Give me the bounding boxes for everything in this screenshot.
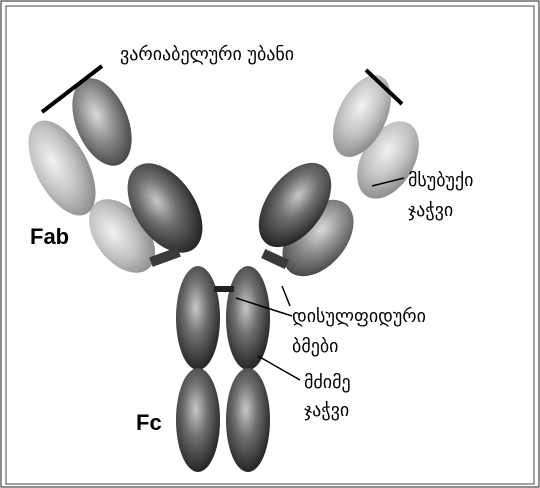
disulfide-bridge	[214, 286, 234, 292]
disulfide-label-line2: ბმები	[292, 336, 339, 357]
light-chain-label-line2: ჯაჭვი	[408, 200, 453, 221]
fc-label: Fc	[136, 410, 162, 435]
heavy-chain-label-line1: მძიმე	[304, 372, 351, 393]
variable-region-label: ვარიაბელური უბანი	[120, 44, 294, 65]
heavy-chain-label-line2: ჯაჭვი	[304, 400, 349, 421]
disulfide-label-line1: დისულფიდური	[292, 306, 426, 327]
light-chain-label-line1: მსუბუქი	[408, 170, 473, 191]
fab-label: Fab	[30, 224, 69, 249]
